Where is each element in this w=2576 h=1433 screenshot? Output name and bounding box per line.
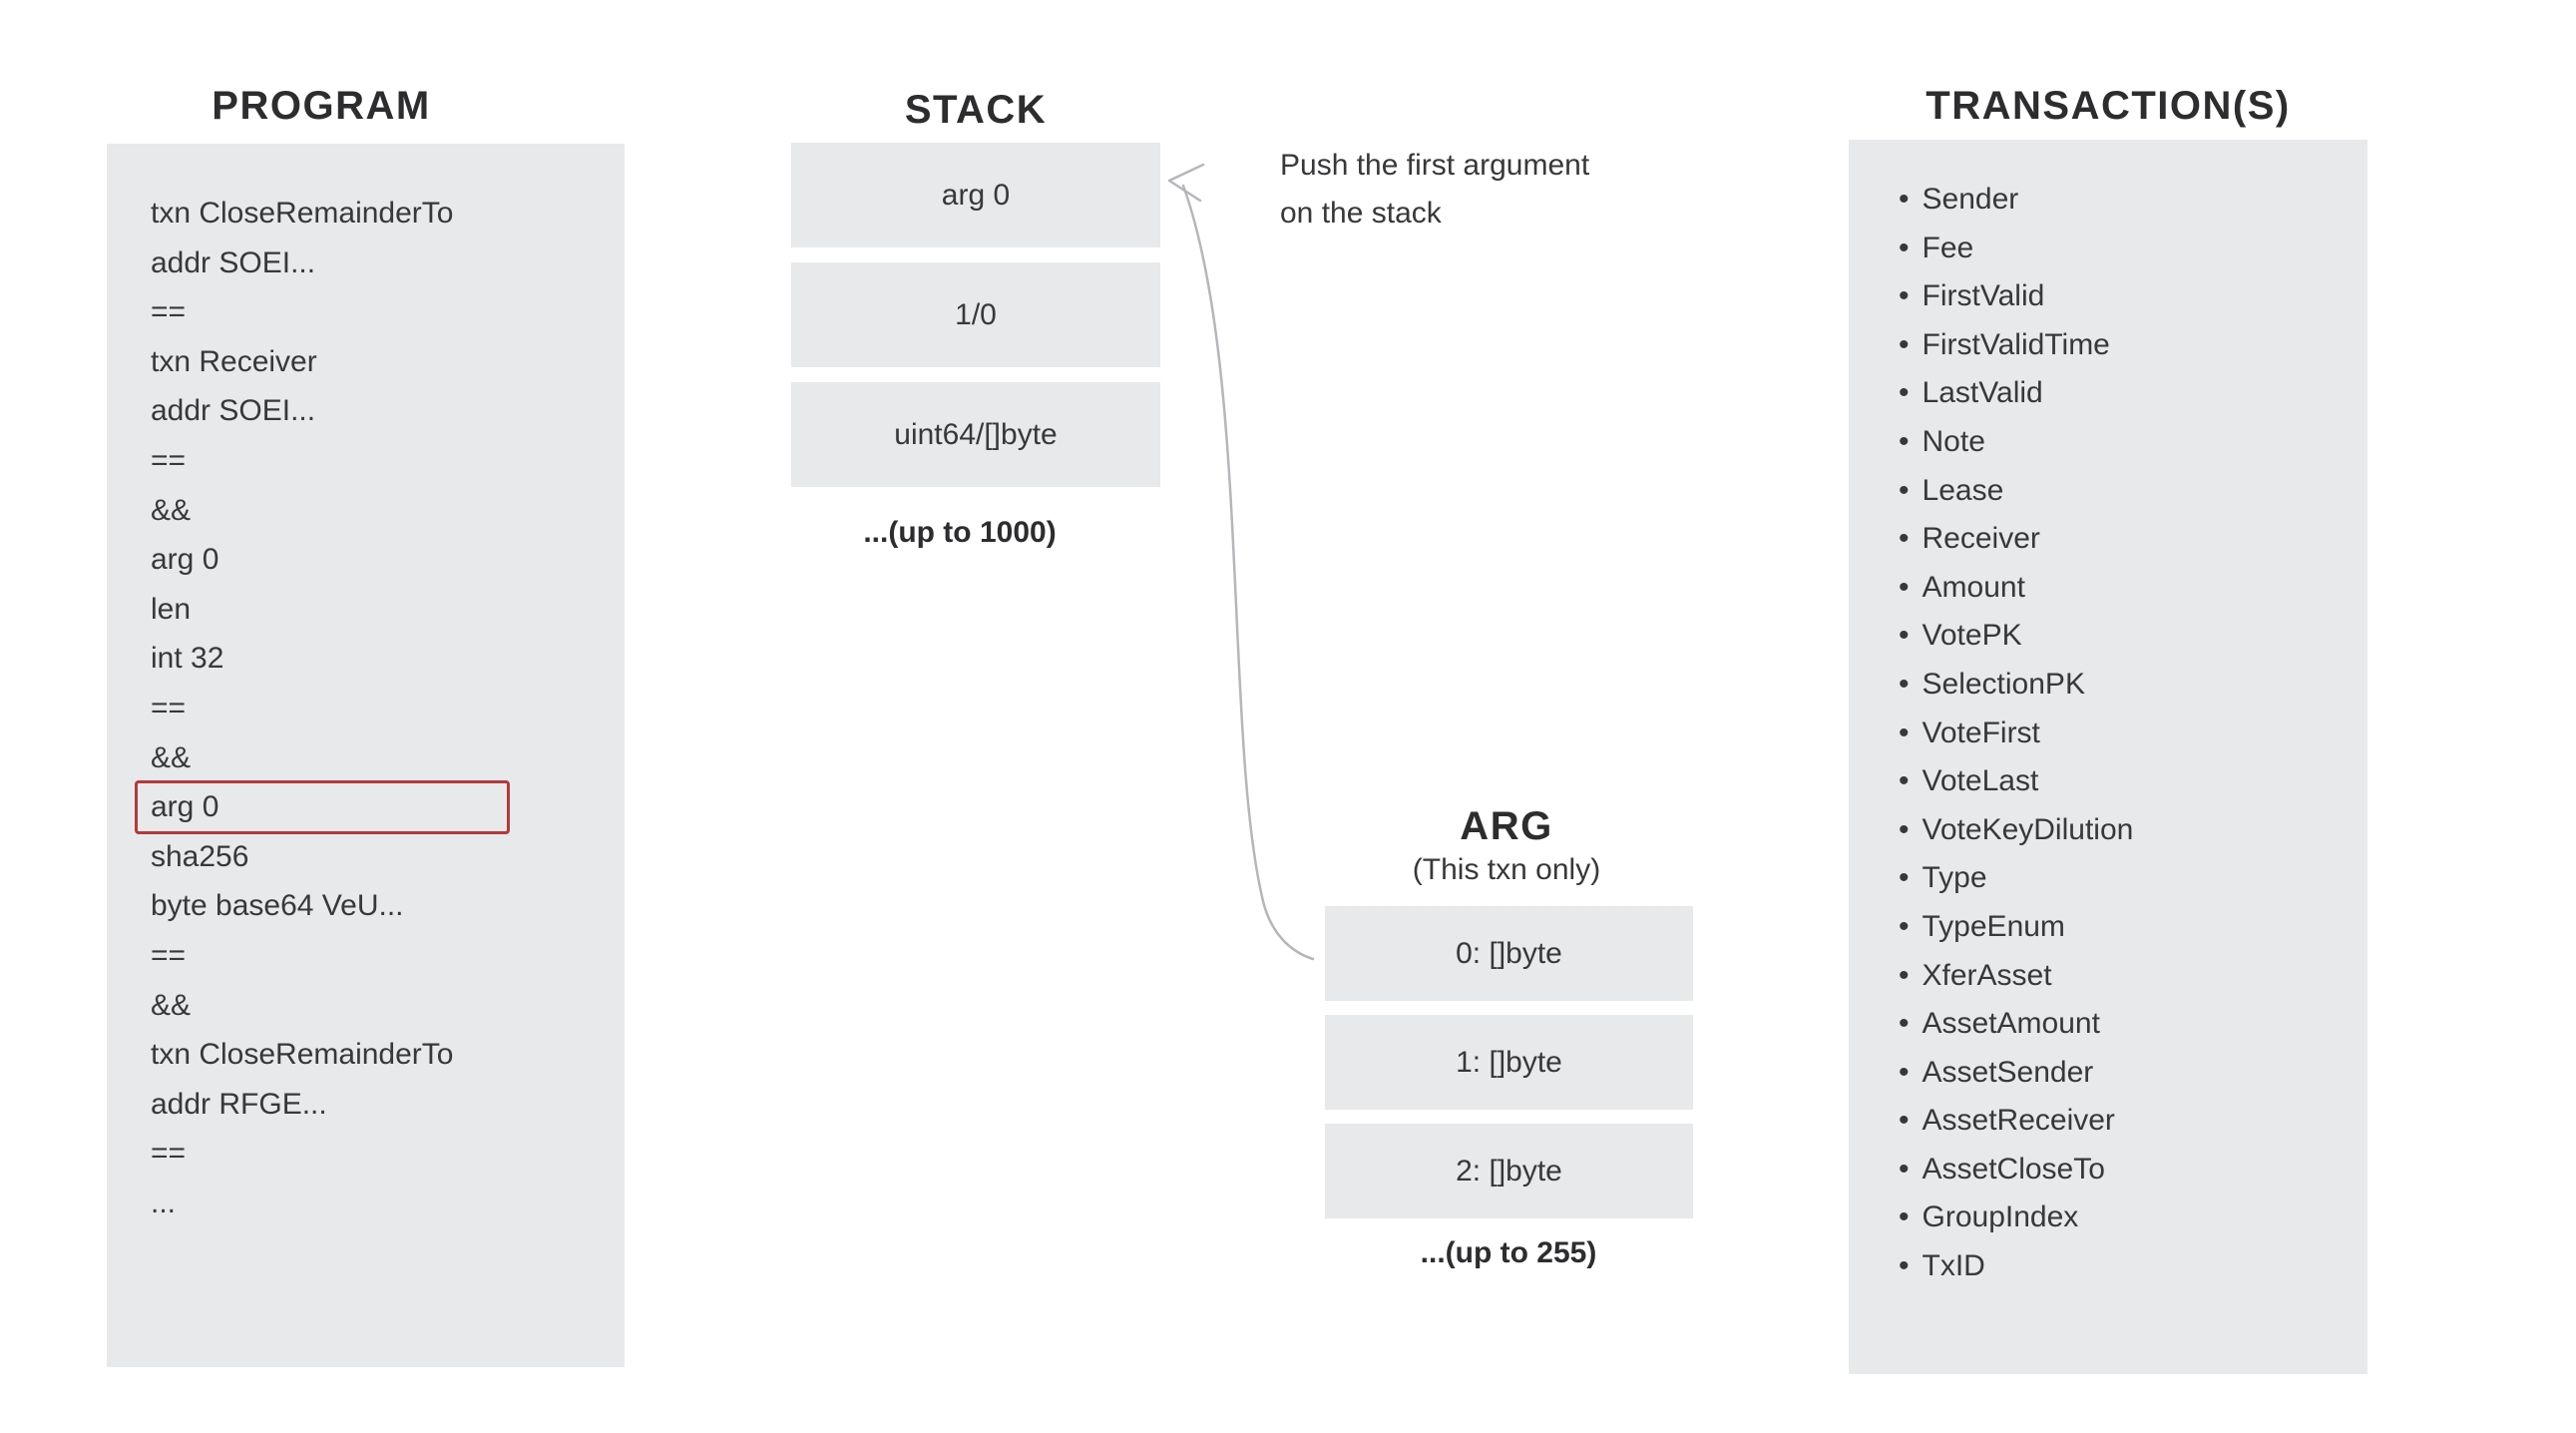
transaction-field: Sender	[1899, 176, 2367, 225]
stack-slot: 1/0	[791, 262, 1160, 367]
program-code-line: arg 0	[135, 780, 510, 834]
transaction-field: SelectionPK	[1899, 661, 2367, 710]
stack-overflow-note: ...(up to 1000)	[863, 516, 1057, 549]
stack-slot: arg 0	[791, 143, 1160, 247]
program-panel: txn CloseRemainderTo addr SOEI... == txn Re…	[107, 144, 625, 1367]
program-code-line: ==	[151, 1137, 187, 1171]
push-arrow-head	[1167, 163, 1205, 203]
push-annotation-line2: on the stack	[1280, 197, 1442, 230]
transaction-field: VoteFirst	[1899, 710, 2367, 758]
transaction-field-list: SenderFeeFirstValidFirstValidTimeLastVal…	[1899, 176, 2367, 1291]
program-code-line: &&	[151, 740, 192, 774]
arg-slot: 0: []byte	[1325, 906, 1693, 1001]
arg-slots: 0: []byte 1: []byte 2: []byte	[1325, 906, 1693, 1218]
transaction-field: LastValid	[1899, 369, 2367, 418]
transactions-title: TRANSACTION(S)	[1926, 84, 2291, 128]
program-title: PROGRAM	[212, 84, 431, 128]
transaction-field: Lease	[1899, 467, 2367, 516]
push-annotation: Push the first argument on the stack	[1280, 142, 1589, 238]
transaction-field: AssetSender	[1899, 1049, 2367, 1098]
arg-title: ARG	[1460, 804, 1553, 848]
program-code-line: len	[151, 592, 192, 626]
transaction-field: VoteLast	[1899, 757, 2367, 806]
program-code-line: txn CloseRemainderTo	[151, 197, 454, 230]
program-code-line: sha256	[151, 839, 249, 873]
arg-overflow-note: ...(up to 255)	[1420, 1236, 1597, 1269]
transaction-field: AssetAmount	[1899, 1000, 2367, 1049]
arg-subtitle: (This txn only)	[1412, 853, 1601, 886]
transaction-field: TxID	[1899, 1242, 2367, 1291]
program-code-line: ==	[151, 443, 187, 477]
stack-slot: uint64/[]byte	[791, 382, 1160, 487]
push-arrow-curve	[1181, 184, 1315, 961]
arg-slot: 2: []byte	[1325, 1124, 1693, 1218]
program-code-lines: txn CloseRemainderTo addr SOEI... == txn Re…	[135, 189, 625, 1227]
transaction-field: TypeEnum	[1899, 903, 2367, 952]
program-code-line: txn CloseRemainderTo	[151, 1038, 454, 1072]
arg-slot: 1: []byte	[1325, 1015, 1693, 1110]
transaction-field: FirstValidTime	[1899, 321, 2367, 370]
program-code-line: addr SOEI...	[151, 245, 316, 279]
transaction-field: VoteKeyDilution	[1899, 806, 2367, 855]
program-code-line: addr SOEI...	[151, 394, 316, 428]
stack-title: STACK	[904, 88, 1048, 132]
program-code-line: &&	[151, 493, 192, 527]
stack-slots: arg 0 1/0 uint64/[]byte	[791, 143, 1160, 487]
program-code-line: ==	[151, 691, 187, 724]
transaction-field: XferAsset	[1899, 952, 2367, 1001]
transaction-field: Type	[1899, 854, 2367, 903]
transaction-field: FirstValid	[1899, 272, 2367, 321]
transaction-field: VotePK	[1899, 612, 2367, 661]
program-code-line: addr RFGE...	[151, 1087, 327, 1121]
program-code-line: byte base64 VeU...	[151, 889, 404, 923]
transaction-field: Note	[1899, 418, 2367, 467]
program-code-line: ==	[151, 295, 187, 329]
program-code-line: int 32	[151, 642, 224, 676]
transaction-field: GroupIndex	[1899, 1194, 2367, 1242]
transaction-field: AssetCloseTo	[1899, 1146, 2367, 1194]
program-code-line: arg 0	[151, 543, 219, 577]
transaction-field: Amount	[1899, 564, 2367, 613]
program-code-line: &&	[151, 988, 192, 1022]
program-code-line: ==	[151, 938, 187, 972]
transaction-field: AssetReceiver	[1899, 1097, 2367, 1146]
push-annotation-line1: Push the first argument	[1280, 149, 1590, 182]
transaction-field: Receiver	[1899, 515, 2367, 564]
program-code-line: txn Receiver	[151, 344, 317, 378]
transactions-panel: SenderFeeFirstValidFirstValidTimeLastVal…	[1849, 140, 2367, 1374]
transaction-field: Fee	[1899, 225, 2367, 273]
program-code-line: ...	[151, 1186, 177, 1219]
